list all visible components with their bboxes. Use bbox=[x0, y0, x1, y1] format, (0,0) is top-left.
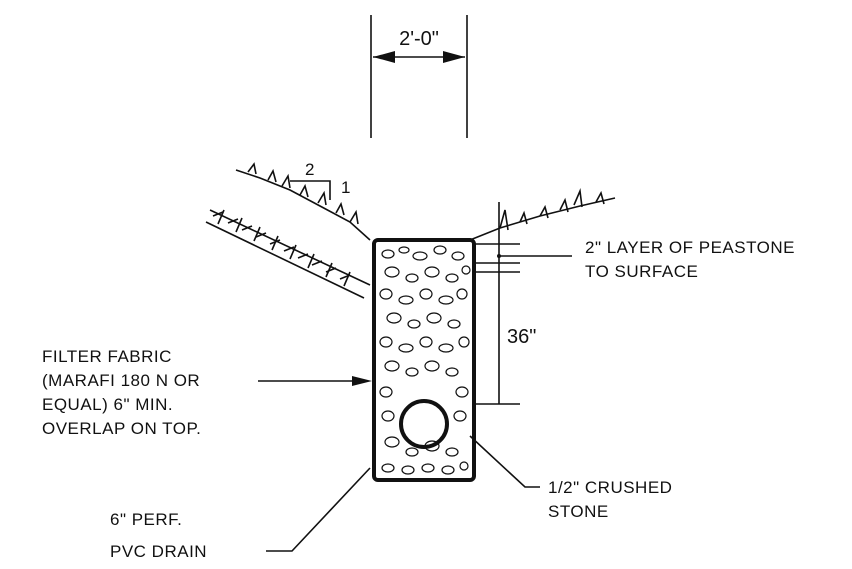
arrow-left-icon bbox=[373, 51, 395, 63]
arrow-icon bbox=[352, 376, 372, 386]
pvc-drain-pipe bbox=[399, 399, 449, 449]
crushed-stone-callout: 1/2" CRUSHED STONE bbox=[469, 435, 672, 521]
depth-label: 36" bbox=[507, 326, 536, 348]
filter-fabric-callout: FILTER FABRIC (MARAFI 180 N OR EQUAL) 6"… bbox=[42, 347, 372, 438]
stone-label-line1: 1/2" CRUSHED bbox=[548, 478, 672, 497]
stone-label-line2: STONE bbox=[548, 502, 609, 521]
width-label: 2'-0" bbox=[399, 28, 439, 50]
width-dimension: 2'-0" bbox=[370, 15, 468, 138]
wall-hatch bbox=[205, 209, 371, 299]
fabric-label-line3: EQUAL) 6" MIN. bbox=[42, 395, 173, 414]
stone-fill bbox=[379, 245, 471, 475]
slope-run-label: 2 bbox=[305, 160, 315, 179]
slope-rise-label: 1 bbox=[341, 178, 351, 197]
fabric-label-line4: OVERLAP ON TOP. bbox=[42, 419, 201, 438]
fabric-label-line1: FILTER FABRIC bbox=[42, 347, 172, 366]
trench bbox=[372, 238, 476, 482]
ground-right bbox=[469, 187, 616, 241]
peastone-label-line2: TO SURFACE bbox=[585, 262, 698, 281]
peastone-label-line1: 2" LAYER OF PEASTONE bbox=[585, 238, 795, 257]
pvc-drain-callout: 6" PERF. PVC DRAIN bbox=[110, 467, 371, 561]
depth-dimension: 36" bbox=[476, 202, 536, 405]
drain-label-line2: PVC DRAIN bbox=[110, 542, 207, 561]
drain-label-line1: 6" PERF. bbox=[110, 510, 182, 529]
arrow-right-icon bbox=[443, 51, 465, 63]
ground-left: 2 1 bbox=[235, 160, 371, 241]
peastone-callout: 2" LAYER OF PEASTONE TO SURFACE bbox=[497, 238, 795, 281]
fabric-label-line2: (MARAFI 180 N OR bbox=[42, 371, 200, 390]
